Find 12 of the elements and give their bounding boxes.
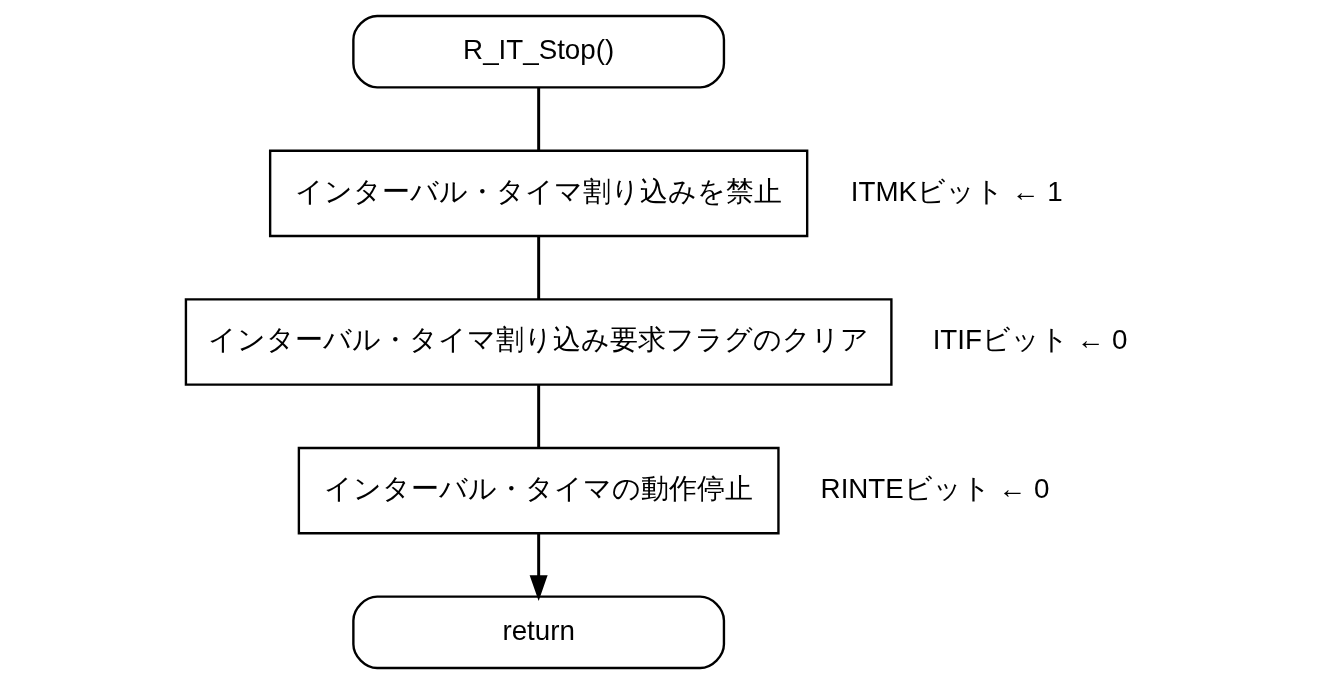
node-box: インターバル・タイマ割り込み要求フラグのクリア xyxy=(184,298,893,386)
node-box: インターバル・タイマ割り込みを禁止 xyxy=(268,149,808,238)
connector xyxy=(536,236,540,300)
node-label: ITIFビット ← 0 xyxy=(932,324,1128,356)
node-label: RINTEビット ← 0 xyxy=(820,472,1049,504)
node-box: インターバル・タイマの動作停止 xyxy=(297,446,780,535)
node-box: return xyxy=(351,595,725,670)
connector xyxy=(536,87,540,151)
node-label: ITMKビット ← 1 xyxy=(850,175,1063,207)
arrow xyxy=(529,533,548,601)
node-box: R_IT_Stop() xyxy=(351,14,725,89)
connector xyxy=(536,385,540,448)
